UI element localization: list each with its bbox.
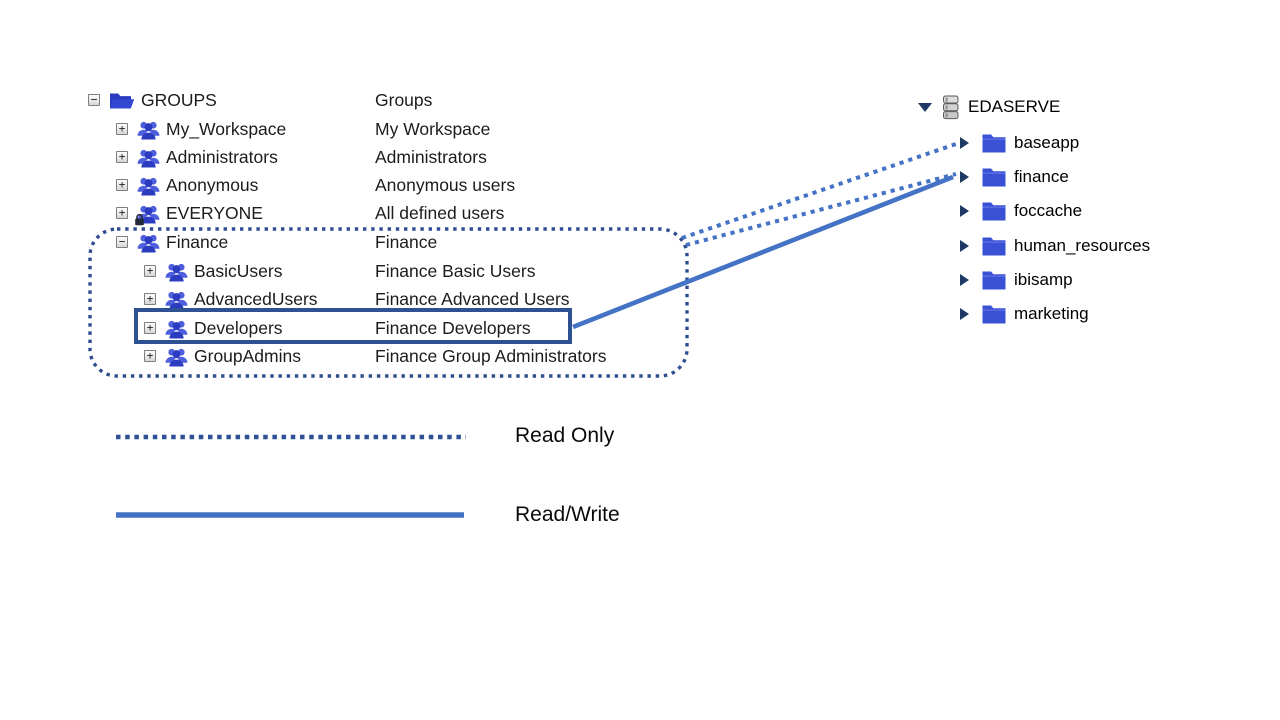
tree-node-label[interactable]: GroupAdmins [194,345,301,366]
folder-icon [982,202,1006,221]
tree-row-finance-folder[interactable]: finance [960,162,1069,192]
tree-node-description: Finance Group Administrators [375,345,607,366]
folder-icon [982,168,1006,187]
tree-row-ibisamp[interactable]: ibisamp [960,265,1073,295]
tree-node-label[interactable]: GROUPS [141,89,217,110]
developers-highlight-box [134,308,572,344]
tree-row-finance[interactable]: − Finance Finance [0,228,760,256]
folder-label[interactable]: foccache [1014,201,1083,220]
group-icon [137,119,160,140]
group-icon [137,232,160,253]
tree-node-description: Finance [375,231,438,252]
tree-row-edaserve[interactable]: EDASERVE [918,92,1060,122]
expand-triangle-icon[interactable] [960,137,969,149]
tree-row-anonymous[interactable]: + Anonymous Anonymous users [0,171,760,199]
expand-toggle-icon[interactable]: + [116,123,128,135]
tree-row-my-workspace[interactable]: + My_Workspace My Workspace [0,115,760,143]
tree-node-description: Finance Basic Users [375,260,536,281]
tree-row-marketing[interactable]: marketing [960,299,1089,329]
tree-node-description: Anonymous users [375,174,516,195]
group-icon [165,346,188,367]
expand-toggle-icon[interactable]: + [116,179,128,191]
legend-read-write-label: Read/Write [515,503,620,526]
tree-node-description: Groups [375,89,433,110]
tree-row-groups[interactable]: − GROUPS Groups [0,86,760,114]
expand-toggle-icon[interactable]: + [144,265,156,277]
expand-triangle-icon[interactable] [960,205,969,217]
tree-node-label[interactable]: AdvancedUsers [194,288,318,309]
expand-toggle-icon[interactable]: + [144,350,156,362]
open-folder-icon [109,90,135,111]
tree-node-label[interactable]: EVERYONE [166,202,263,223]
tree-node-label[interactable]: My_Workspace [166,118,287,139]
expand-toggle-icon[interactable]: + [116,207,128,219]
legend-read-only-label: Read Only [515,424,615,447]
folder-icon [982,271,1006,290]
folder-label[interactable]: baseapp [1014,133,1080,152]
folder-icon [982,305,1006,324]
folder-label[interactable]: ibisamp [1014,270,1073,289]
folder-label[interactable]: marketing [1014,304,1089,323]
group-icon [137,147,160,168]
collapse-toggle-icon[interactable]: − [88,94,100,106]
folder-icon [982,134,1006,153]
tree-row-groupadmins[interactable]: + GroupAdmins Finance Group Administrato… [0,342,760,370]
group-lock-icon [134,203,160,226]
expand-triangle-icon[interactable] [960,171,969,183]
tree-row-basicusers[interactable]: + BasicUsers Finance Basic Users [0,257,760,285]
folder-label[interactable]: finance [1014,167,1069,186]
tree-node-description: All defined users [375,202,505,223]
expand-toggle-icon[interactable]: + [144,293,156,305]
expand-triangle-icon[interactable] [960,308,969,320]
expand-triangle-icon[interactable] [960,274,969,286]
folder-icon [982,237,1006,256]
collapse-triangle-icon[interactable] [918,102,932,112]
tree-row-everyone[interactable]: + [0,199,760,227]
tree-row-administrators[interactable]: + Administrators Administrators [0,143,760,171]
tree-node-description: Finance Advanced Users [375,288,570,309]
expand-triangle-icon[interactable] [960,240,969,252]
collapse-toggle-icon[interactable]: − [116,236,128,248]
lock-icon [134,213,145,226]
folder-label[interactable]: human_resources [1014,236,1151,255]
group-icon [165,261,188,282]
tree-row-foccache[interactable]: foccache [960,196,1082,226]
tree-node-label[interactable]: Finance [166,231,229,252]
tree-row-human-resources[interactable]: human_resources [960,231,1150,261]
tree-node-label[interactable]: BasicUsers [194,260,283,281]
tree-node-description: Administrators [375,146,487,167]
expand-toggle-icon[interactable]: + [116,151,128,163]
group-icon [137,175,160,196]
tree-row-baseapp[interactable]: baseapp [960,128,1079,158]
tree-node-description: My Workspace [375,118,491,139]
server-icon [941,95,960,120]
group-icon [165,289,188,310]
server-label[interactable]: EDASERVE [968,97,1061,116]
tree-node-label[interactable]: Administrators [166,146,278,167]
tree-node-label[interactable]: Anonymous [166,174,259,195]
